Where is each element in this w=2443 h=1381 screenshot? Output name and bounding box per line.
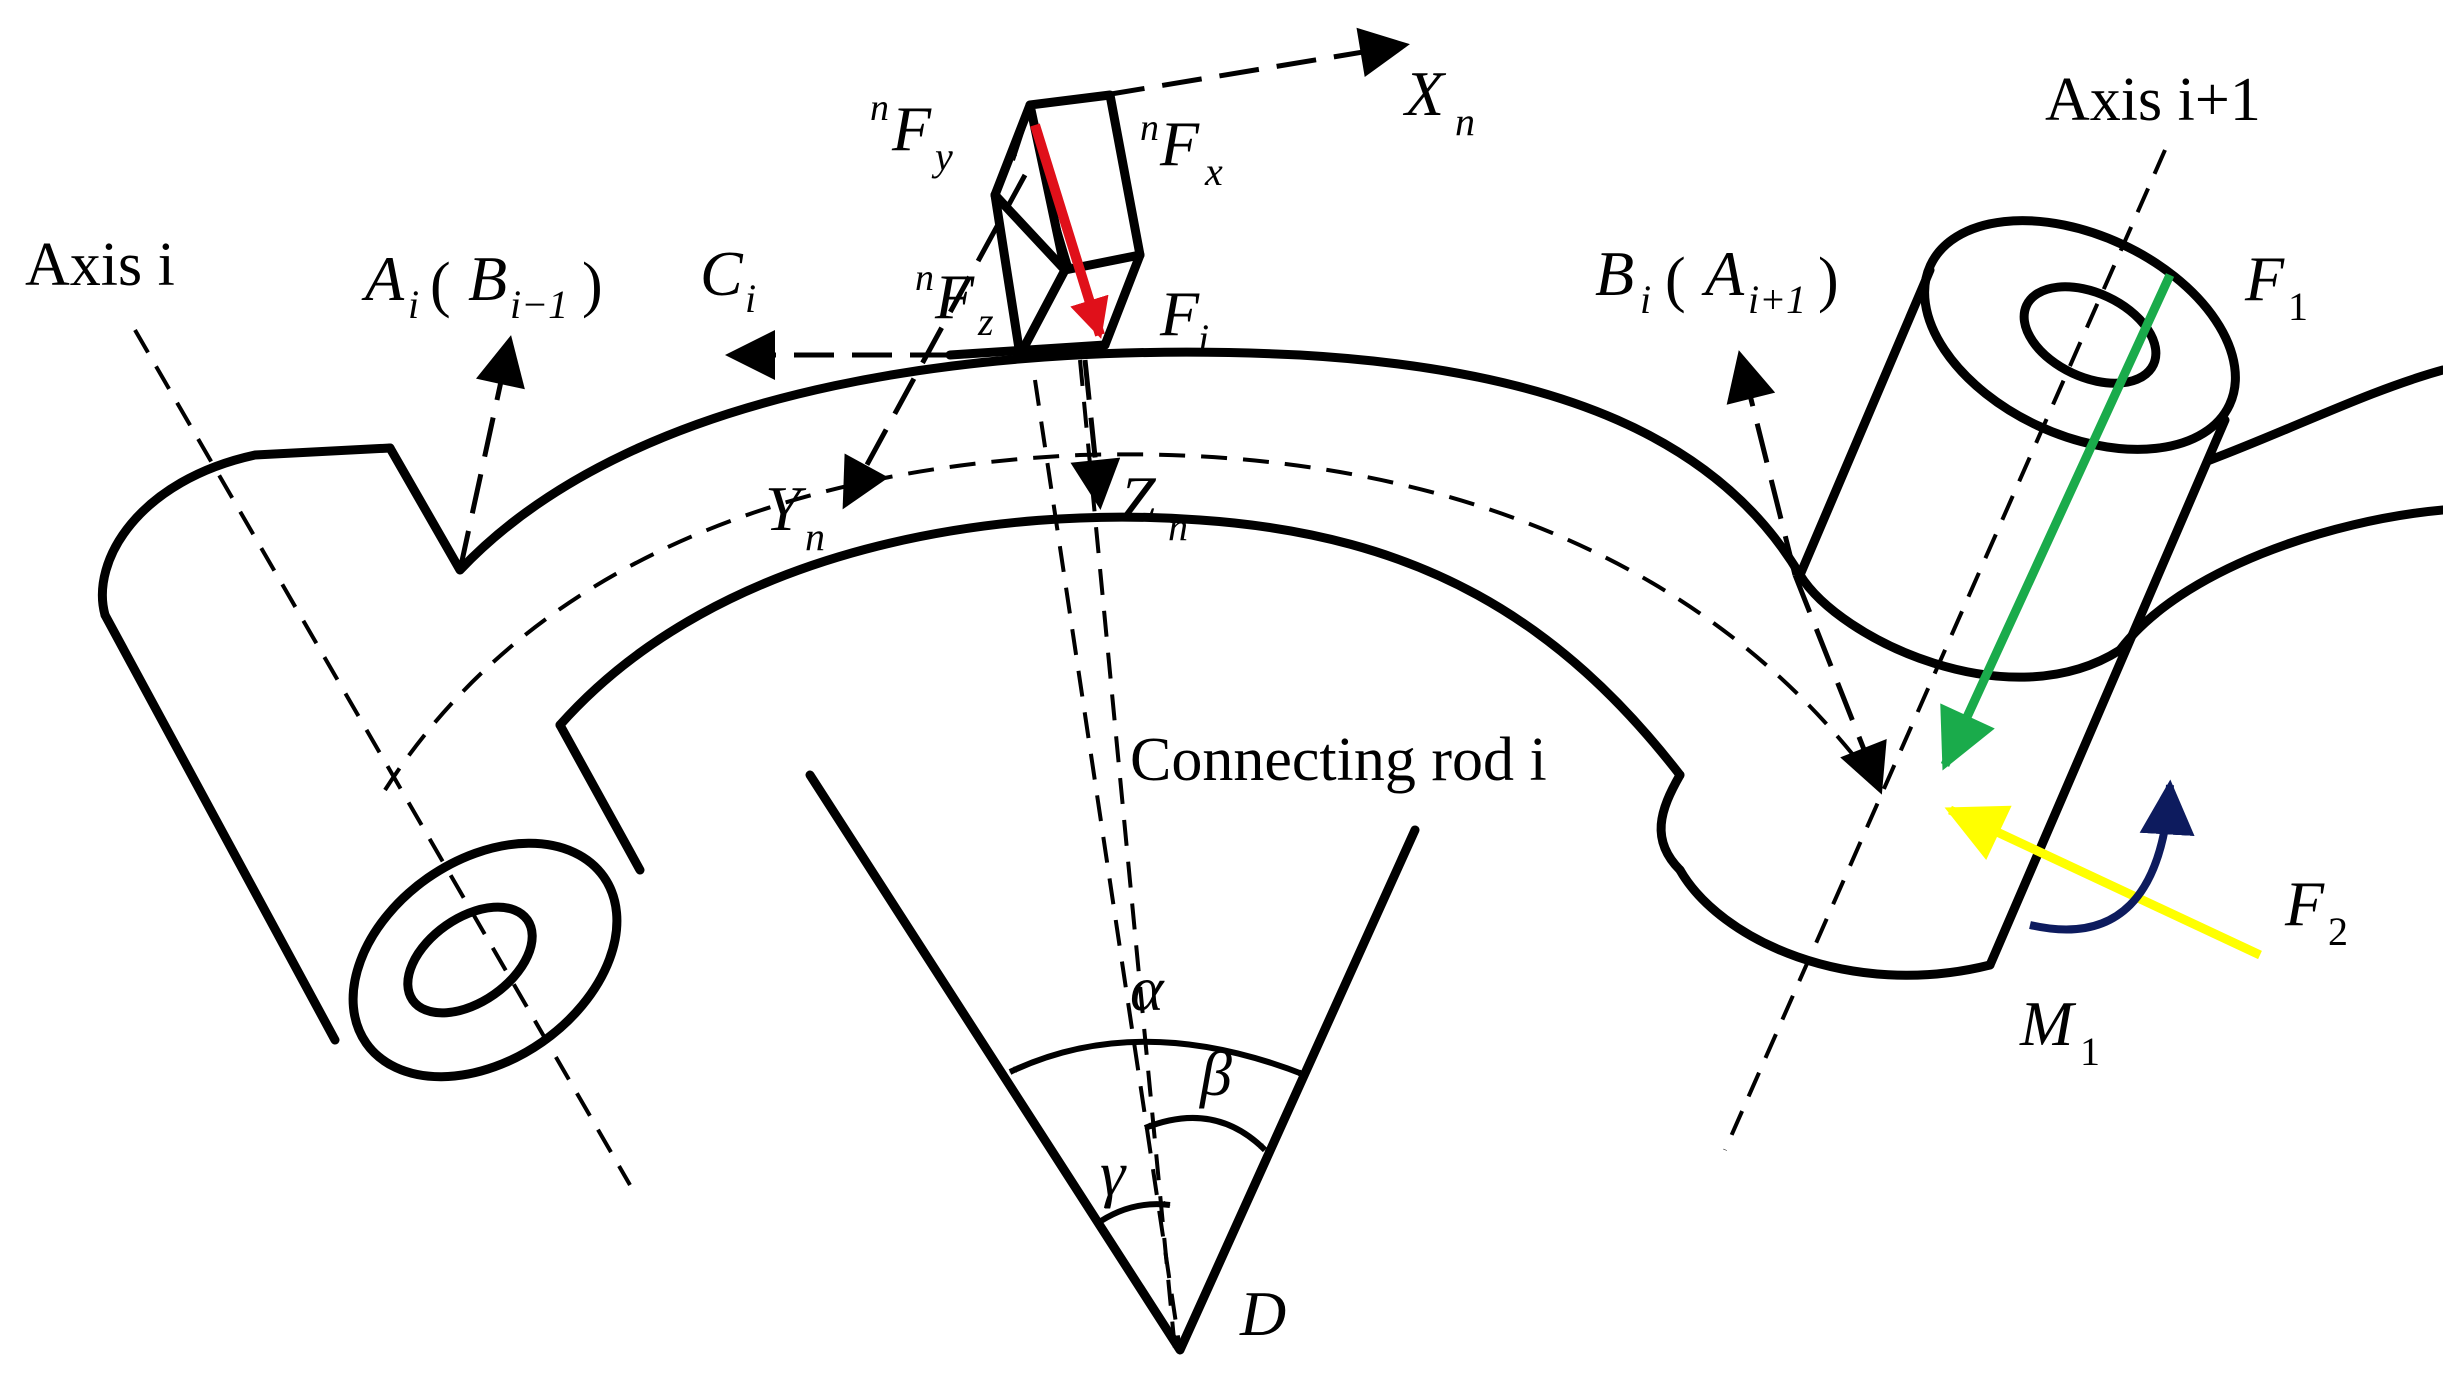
label-gamma: γ [1100, 1138, 1127, 1209]
axis-i-plus-1-line [1723, 149, 2167, 1151]
rod-body [385, 347, 1805, 875]
force-F2-arrow [1944, 805, 2262, 960]
label-F2: F 2 [2284, 868, 2348, 954]
label-F1: F 1 [2244, 243, 2308, 329]
beta-arc [1143, 1115, 1268, 1153]
label-Yn-letter: Y [765, 473, 807, 544]
label-nFx-sup: n [1140, 107, 1159, 149]
label-A-sub: i [408, 282, 419, 327]
paren-open-2: ( [1665, 246, 1686, 314]
label-Zn-letter: Z [1120, 463, 1157, 534]
force-parallelepiped [945, 90, 1145, 360]
label-nFx: n F x [1140, 107, 1223, 194]
left-joint-cylinder [97, 443, 645, 1082]
label-Xn-sub: n [1455, 99, 1475, 144]
label-nFz-letter: F [934, 261, 975, 332]
label-nFy-letter: F [891, 93, 932, 164]
paren-close: ) [582, 251, 603, 319]
label-F2-sub: 2 [2328, 909, 2348, 954]
label-Fi: F i [1159, 278, 1209, 361]
label-A2-letter: A [1701, 238, 1745, 309]
label-A-letter: A [361, 243, 405, 314]
force-Fi-arrow [1030, 123, 1109, 339]
label-F-letter: F [1159, 278, 1200, 349]
label-B-letter: B [468, 243, 507, 314]
label-Ci: C i [700, 238, 756, 321]
label-C-sub: i [745, 276, 756, 321]
label-F1-letter: F [2244, 243, 2285, 314]
label-nFx-letter: F [1159, 108, 1200, 179]
label-nFy-sup: n [870, 87, 889, 129]
label-D: D [1239, 1278, 1286, 1349]
axis-i-line [133, 328, 632, 1187]
label-F-sub: i [1198, 316, 1209, 361]
label-nFz-sub: z [977, 299, 994, 344]
axis-arrows [457, 27, 1887, 795]
label-beta: β [1198, 1038, 1232, 1109]
gamma-arc [1093, 1200, 1171, 1228]
label-nFz-sup: n [915, 257, 934, 299]
label-nFx-sub: x [1204, 149, 1223, 194]
paren-open: ( [430, 251, 451, 319]
moment-M1-arrow [2029, 779, 2195, 934]
label-M1: M 1 [2019, 988, 2100, 1074]
label-Zn-sub: n [1168, 504, 1188, 549]
label-axis-i: Axis i [25, 231, 175, 299]
rod-centerline [383, 452, 1882, 792]
label-Ai-Bi-1: A i ( B i−1 ) [361, 243, 603, 327]
label-Xn: X n [1402, 58, 1475, 144]
sector-wedge [805, 770, 1420, 1355]
radial-line-left [1033, 379, 1182, 1351]
label-nFy: n F y [870, 87, 953, 179]
label-alpha: α [1130, 953, 1165, 1024]
label-B-sub: i−1 [510, 282, 568, 327]
label-M1-sub: 1 [2080, 1029, 2100, 1074]
label-B2-letter: B [1595, 238, 1634, 309]
label-Zn: Z n [1120, 463, 1188, 549]
label-Yn-sub: n [805, 514, 825, 559]
label-Xn-letter: X [1402, 58, 1447, 129]
label-axis-i-plus-1: Axis i+1 [2045, 66, 2261, 134]
label-F1-sub: 1 [2288, 284, 2308, 329]
force-F1-arrow [1940, 273, 2175, 771]
label-Yn: Y n [765, 473, 825, 559]
label-F2-letter: F [2284, 868, 2325, 939]
label-nFy-sub: y [931, 134, 953, 179]
label-A2-sub: i+1 [1748, 277, 1806, 322]
label-Bi-Ai+1: B i ( A i+1 ) [1595, 238, 1839, 322]
label-connecting-rod: Connecting rod i [1130, 726, 1547, 794]
label-M1-letter: M [2019, 988, 2077, 1059]
label-B2-sub: i [1640, 277, 1651, 322]
paren-close-2: ) [1818, 246, 1839, 314]
label-nFz: n F z [915, 257, 994, 344]
alpha-arc [1008, 1038, 1307, 1078]
label-C-letter: C [700, 238, 744, 309]
right-joint-cylinder [1675, 216, 2443, 980]
